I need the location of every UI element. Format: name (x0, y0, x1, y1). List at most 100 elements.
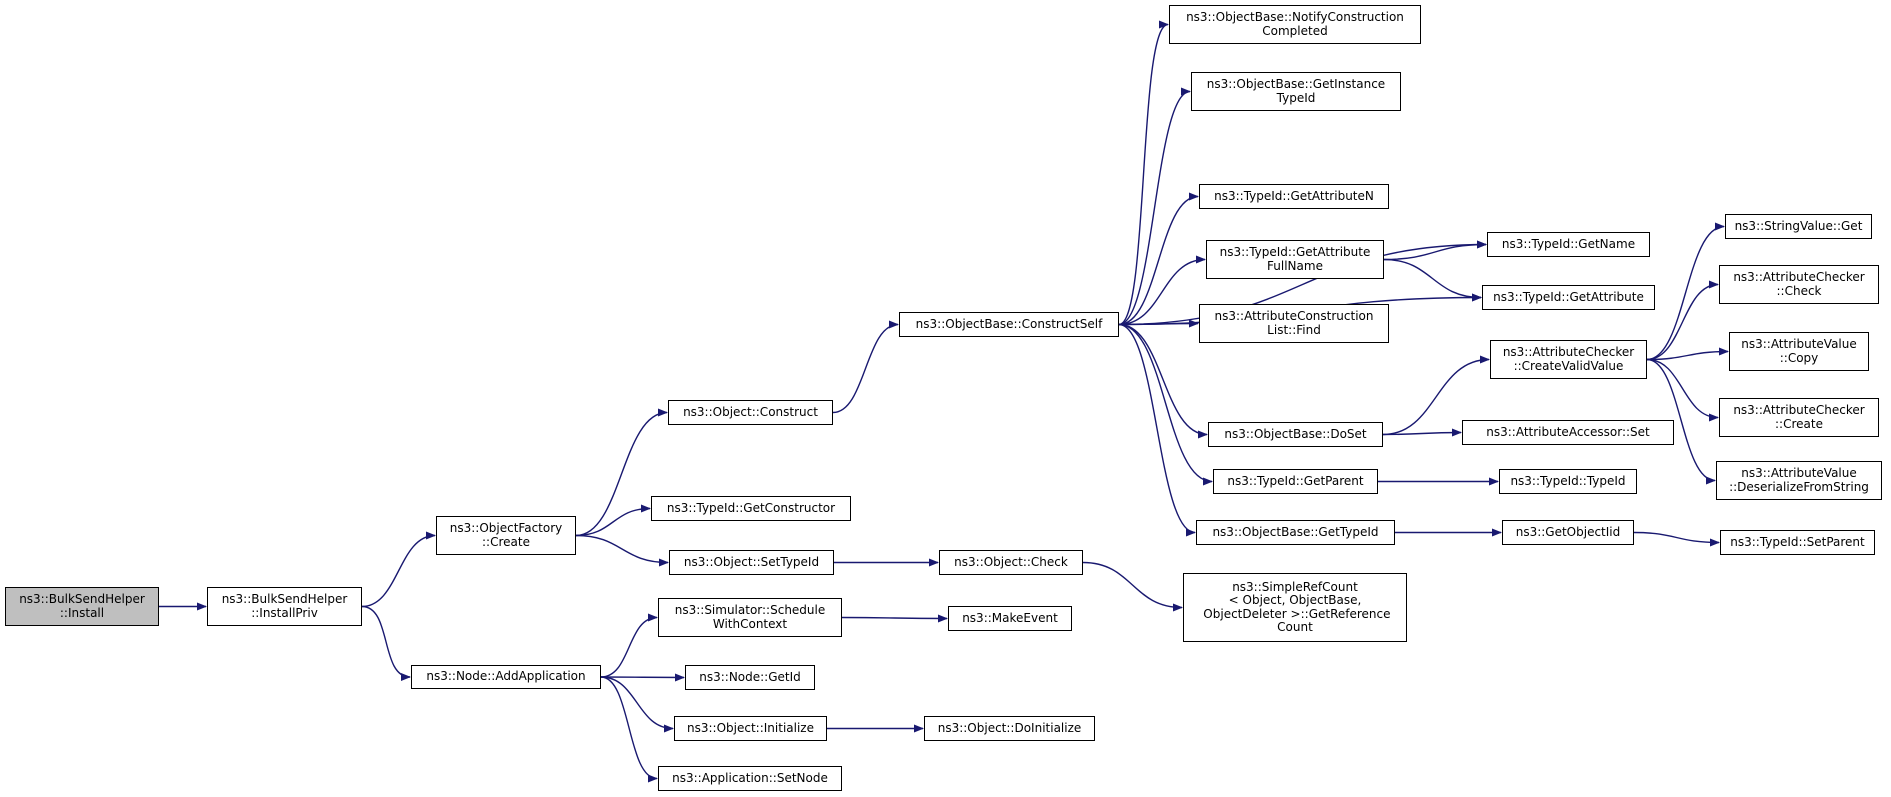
edge-of-create-to-getctor (575, 504, 651, 537)
node-installpriv[interactable]: ns3::BulkSendHelper::InstallPriv (207, 587, 362, 626)
node-label-line: ns3::AttributeChecker (1733, 403, 1865, 417)
node-install: ns3::BulkSendHelper::Install (5, 587, 159, 626)
node-label-line: ns3::Node::GetId (699, 669, 801, 684)
node-obj-construct[interactable]: ns3::Object::Construct (668, 400, 833, 425)
node-of-create[interactable]: ns3::ObjectFactory::Create (436, 516, 576, 555)
node-app-setnode[interactable]: ns3::Application::SetNode (658, 766, 842, 791)
node-label-line: ns3::Object::Initialize (687, 720, 814, 735)
node-obj-init[interactable]: ns3::Object::Initialize (674, 716, 827, 741)
node-settypeid[interactable]: ns3::Object::SetTypeId (669, 550, 834, 575)
edge-createvalid-to-av-copy (1646, 347, 1729, 361)
node-setparent[interactable]: ns3::TypeId::SetParent (1720, 530, 1875, 555)
node-label-line: WithContext (712, 616, 788, 631)
node-getattr[interactable]: ns3::TypeId::GetAttribute (1482, 285, 1655, 310)
edge-constructself-to-gettypeid (1118, 323, 1196, 537)
edge-constructself-to-getname (1118, 240, 1487, 326)
edge-obj-check-to-simpleref (1082, 561, 1183, 612)
edge-createvalid-to-ac-create (1646, 358, 1719, 422)
node-av-deser[interactable]: ns3::AttributeValue::DeserializeFromStri… (1716, 461, 1882, 500)
node-label-line: ns3::ObjectBase::ConstructSelf (915, 316, 1103, 331)
node-label-line: ns3::AttributeConstruction (1214, 309, 1374, 323)
node-av-copy[interactable]: ns3::AttributeValue::Copy (1729, 332, 1869, 371)
node-createvalid[interactable]: ns3::AttributeChecker::CreateValidValue (1490, 340, 1647, 379)
node-node-getid[interactable]: ns3::Node::GetId (685, 665, 815, 690)
node-getattrn[interactable]: ns3::TypeId::GetAttributeN (1199, 184, 1389, 209)
edge-constructself-to-getinst (1118, 87, 1191, 326)
node-makeevent[interactable]: ns3::MakeEvent (948, 606, 1072, 631)
edge-of-create-to-settypeid (575, 534, 669, 567)
node-addapp[interactable]: ns3::Node::AddApplication (411, 665, 601, 689)
node-doset[interactable]: ns3::ObjectBase::DoSet (1208, 422, 1383, 447)
edge-getattrfull-to-getattr (1383, 258, 1482, 302)
node-label-line: ns3::TypeId::TypeId (1510, 473, 1626, 488)
edge-of-create-to-obj-construct (575, 408, 668, 537)
node-label-line: ns3::TypeId::GetParent (1227, 473, 1364, 488)
node-label-line: ::Create (482, 534, 530, 549)
node-label-line: ns3::TypeId::GetAttribute (1219, 245, 1371, 259)
node-label-line: ns3::AttributeValue (1741, 466, 1857, 480)
node-label-line: ns3::AttributeChecker (1733, 270, 1865, 284)
edge-createvalid-to-av-deser (1646, 358, 1716, 485)
node-getctor[interactable]: ns3::TypeId::GetConstructor (651, 496, 851, 521)
edge-constructself-to-getattrn (1118, 192, 1199, 326)
node-label-line: ns3::TypeId::SetParent (1730, 534, 1865, 549)
node-label-line: ns3::StringValue::Get (1734, 218, 1863, 233)
node-label-line: ::Install (59, 605, 105, 620)
node-label-line: ::InstallPriv (251, 605, 318, 620)
node-label-line: ns3::ObjectBase::NotifyConstruction (1186, 10, 1404, 24)
node-label-line: ns3::TypeId::GetConstructor (666, 500, 836, 515)
node-label-line: ns3::ObjectBase::GetTypeId (1212, 524, 1379, 539)
node-doinit[interactable]: ns3::Object::DoInitialize (924, 716, 1095, 741)
node-label-line: ns3::TypeId::GetAttributeN (1214, 188, 1374, 203)
node-label-line: List::Find (1267, 322, 1321, 337)
node-simpleref[interactable]: ns3::SimpleRefCount< Object, ObjectBase,… (1183, 573, 1407, 642)
edge-schedctx-to-makeevent (841, 614, 948, 623)
node-label-line: ns3::AttributeAccessor::Set (1486, 424, 1650, 439)
node-label-line: ns3::Object::Construct (683, 404, 818, 419)
node-label-line: ns3::ObjectFactory (449, 521, 563, 535)
edge-constructself-to-getattrfull (1118, 255, 1206, 326)
node-label-line: ::Check (1776, 283, 1822, 298)
node-typeid-typeid[interactable]: ns3::TypeId::TypeId (1499, 469, 1637, 494)
edge-addapp-to-app-setnode (600, 676, 658, 783)
node-getobjectiid[interactable]: ns3::GetObjectIid (1502, 520, 1634, 545)
node-label-line: ns3::Simulator::Schedule (674, 603, 826, 617)
edge-createvalid-to-strget (1646, 222, 1725, 361)
node-label-line: ns3::Node::AddApplication (426, 669, 586, 684)
edge-obj-construct-to-constructself (832, 320, 899, 414)
node-label-line: ns3::TypeId::GetAttribute (1493, 289, 1644, 304)
edge-installpriv-to-of-create (361, 531, 436, 608)
edge-doset-to-createvalid (1382, 355, 1490, 436)
node-accset[interactable]: ns3::AttributeAccessor::Set (1462, 420, 1674, 445)
edge-doset-to-accset (1382, 428, 1462, 437)
edge-installpriv-to-addapp (361, 605, 411, 681)
node-label-line: ns3::TypeId::GetName (1501, 236, 1636, 251)
node-getname[interactable]: ns3::TypeId::GetName (1487, 232, 1650, 257)
node-label-line: ns3::AttributeValue (1741, 337, 1857, 351)
node-label-line: ns3::GetObjectIid (1515, 524, 1621, 539)
node-label-line: ns3::Object::Check (954, 554, 1068, 569)
node-label-line: Completed (1262, 23, 1328, 38)
edge-constructself-to-doset (1118, 323, 1208, 439)
node-ac-check[interactable]: ns3::AttributeChecker::Check (1719, 265, 1879, 304)
node-obj-check[interactable]: ns3::Object::Check (939, 550, 1083, 575)
node-label-line: ns3::Object::SetTypeId (683, 554, 820, 569)
node-getparent[interactable]: ns3::TypeId::GetParent (1213, 469, 1378, 494)
node-constructself[interactable]: ns3::ObjectBase::ConstructSelf (899, 312, 1119, 337)
edge-createvalid-to-ac-check (1646, 280, 1719, 361)
node-label-line: ns3::Application::SetNode (672, 770, 828, 785)
node-label-line: Count (1277, 620, 1313, 634)
node-label-line: ns3::AttributeChecker (1502, 345, 1635, 359)
node-label-line: ::Copy (1779, 350, 1819, 365)
node-strget[interactable]: ns3::StringValue::Get (1725, 214, 1872, 239)
node-label-line: FullName (1267, 258, 1323, 273)
node-gettypeid[interactable]: ns3::ObjectBase::GetTypeId (1196, 520, 1395, 545)
node-ac-create[interactable]: ns3::AttributeChecker::Create (1719, 398, 1879, 437)
edge-getobjectiid-to-setparent (1633, 531, 1720, 547)
node-label-line: ns3::SimpleRefCount (1232, 579, 1358, 594)
